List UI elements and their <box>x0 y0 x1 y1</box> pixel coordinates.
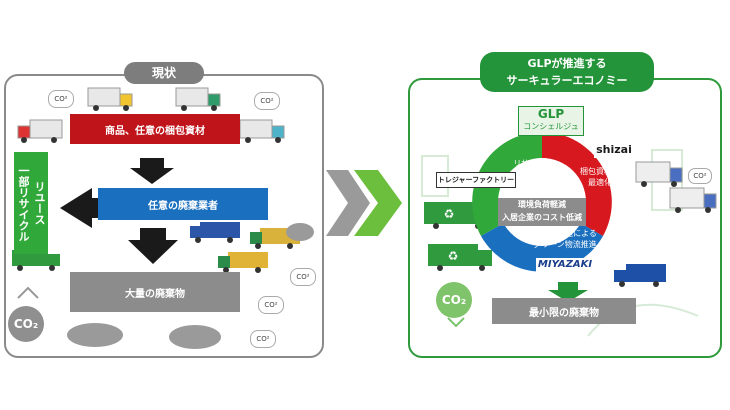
center-benefit-text: 環境負荷軽減 入居企業のコスト低減 <box>502 200 582 222</box>
packaging-box: 商品、任意の梱包資材 <box>70 114 240 144</box>
dump-truck-icon <box>614 264 666 287</box>
recycle-waste-reduction-text: リサイクル による 廃棄物低減 <box>513 159 553 190</box>
up-arrow-icon <box>17 286 39 299</box>
joint-delivery-text: 共同輸配送による グリーン物流推進 <box>533 229 597 249</box>
waste-pile-icon <box>67 223 314 349</box>
co2-big-circle: CO₂ <box>436 282 472 318</box>
co2-cloud: CO² <box>48 90 74 108</box>
title-line2: サーキュラーエコノミー <box>506 74 628 87</box>
left-arrow-icon <box>60 188 108 228</box>
miyazaki-logo: MIYAZAKI <box>536 258 594 272</box>
garbage-truck-icon: ♻ <box>428 244 492 271</box>
title-line1: GLPが推進する <box>527 57 607 70</box>
segment-red <box>542 132 612 236</box>
left-illustrations <box>12 87 314 349</box>
right-illustrations: ♻ ♻ <box>421 132 717 337</box>
treasure-factory-logo: トレジャーファクトリー <box>436 172 516 188</box>
down-arrow-icon <box>447 317 465 328</box>
truck-icon <box>17 119 63 143</box>
glp-concierge-logo: GLP コンシェルジュ <box>518 106 584 136</box>
truck-icon <box>239 119 285 143</box>
down-arrow-icon <box>548 282 588 302</box>
garbage-truck-icon <box>12 250 60 271</box>
dump-truck-icon <box>218 252 268 273</box>
co2-cloud: CO² <box>250 330 276 348</box>
packaging-optimization-text: 梱包資材の 最適化 <box>580 167 620 187</box>
minimal-waste-box: 最小限の廃棄物 <box>492 298 636 324</box>
co2-cloud: CO² <box>688 168 712 184</box>
segment-green <box>472 132 542 236</box>
truck-icon <box>669 187 717 213</box>
large-waste-box: 大量の廃棄物 <box>70 272 240 312</box>
down-arrow-icon <box>130 158 174 184</box>
svg-text:♻: ♻ <box>444 207 455 221</box>
truck-icon <box>87 87 133 111</box>
circular-economy-title: GLPが推進する サーキュラーエコノミー <box>480 52 654 92</box>
disposal-contractor-box: 任意の廃棄業者 <box>98 188 268 220</box>
co2-cloud: CO² <box>290 268 316 286</box>
co2-cloud: CO² <box>254 92 280 110</box>
truck-icon <box>175 87 221 111</box>
side-label-line2: リユース <box>33 181 46 225</box>
co2-cloud: CO² <box>258 296 284 314</box>
svg-text:♻: ♻ <box>448 249 459 263</box>
truck-icon <box>635 161 683 187</box>
side-label-line1: 一部リサイクル <box>17 164 30 242</box>
partial-recycle-reuse-box: 一部リサイクル リユース <box>14 152 48 254</box>
co2-big-circle: CO₂ <box>8 306 44 342</box>
down-arrow-icon <box>128 228 178 264</box>
dump-truck-icon <box>190 222 240 243</box>
transition-arrow <box>326 170 402 236</box>
shizai-logo: shizai <box>594 142 634 158</box>
current-state-title: 現状 <box>124 62 204 84</box>
